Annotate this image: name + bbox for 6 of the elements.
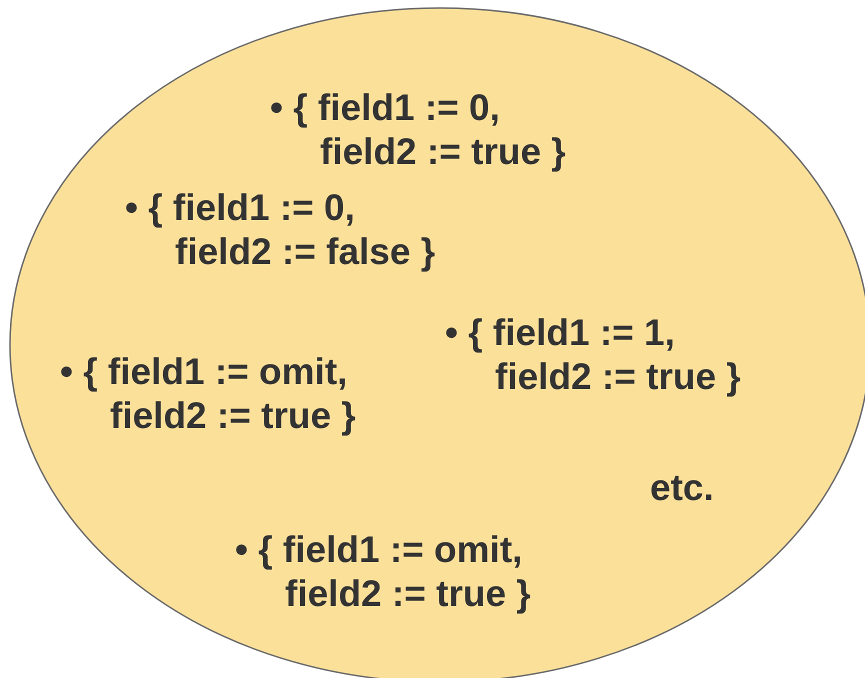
record-value-text: • { field1 := 0, field2 := false } (125, 186, 436, 274)
record-value-text: • { field1 := 0, field2 := true } (270, 86, 567, 174)
record-value-text: • { field1 := omit, field2 := true } (60, 350, 357, 438)
record-value-text: • { field1 := omit, field2 := true } (235, 528, 532, 616)
note-text: etc. (650, 466, 715, 510)
record-value-text: • { field1 := 1, field2 := true } (445, 311, 742, 399)
